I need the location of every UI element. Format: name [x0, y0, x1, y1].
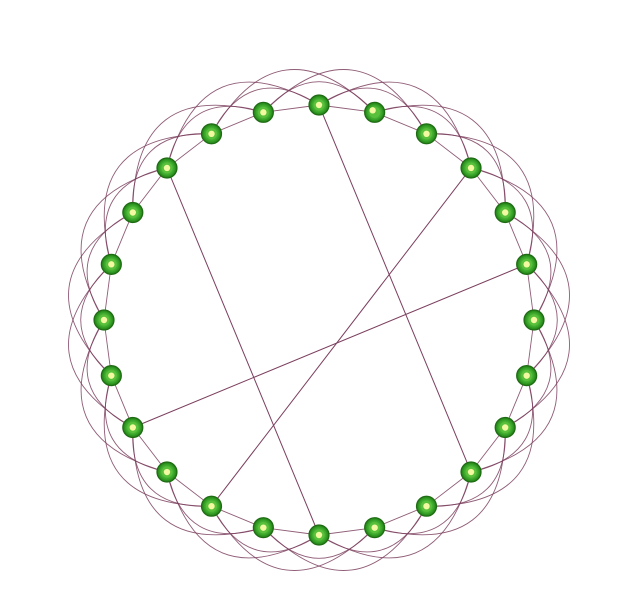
edge-arc	[211, 69, 375, 135]
edge-arc	[263, 505, 427, 571]
edge-arc	[504, 212, 570, 376]
edge-arc	[132, 427, 264, 536]
node-center	[423, 502, 430, 510]
node-center	[208, 502, 215, 510]
edge-arc	[374, 427, 506, 536]
edge-arc	[504, 264, 570, 428]
node-center	[423, 130, 430, 138]
chord-edge	[318, 104, 472, 473]
edges-layer	[68, 69, 570, 571]
graph-node	[415, 123, 438, 145]
chord-edge	[211, 167, 472, 507]
graph-node	[516, 253, 538, 275]
node-center	[523, 372, 530, 379]
edge-arc	[166, 81, 320, 169]
edge-arc	[103, 133, 212, 265]
graph-node	[100, 365, 122, 387]
node-center	[315, 101, 323, 109]
edge-arc	[103, 375, 212, 507]
node-center	[501, 209, 509, 216]
graph-node	[308, 94, 330, 116]
node-center	[467, 468, 475, 476]
edge-arc	[132, 104, 264, 213]
node-center	[129, 209, 137, 216]
chords-layer	[132, 104, 527, 536]
node-center	[129, 424, 137, 431]
graph-node	[494, 201, 516, 224]
graph-node	[523, 309, 545, 331]
graph-node	[415, 495, 438, 517]
graph-node	[156, 461, 178, 483]
node-center	[467, 164, 475, 172]
edge-arc	[263, 69, 427, 135]
graph-node	[494, 416, 516, 439]
edge-arc	[426, 375, 535, 507]
node-center	[208, 130, 215, 138]
edge-arc	[211, 505, 375, 571]
graph-node	[200, 123, 223, 145]
edge-arc	[470, 319, 558, 473]
graph-node	[460, 461, 482, 483]
graph-node	[156, 157, 178, 179]
node-center	[260, 524, 267, 531]
edge-arc	[470, 167, 558, 321]
node-center	[108, 372, 115, 379]
graph-node	[122, 416, 144, 439]
graph-node	[122, 201, 144, 224]
node-center	[260, 109, 267, 116]
node-center	[315, 531, 323, 539]
edge-arc	[318, 81, 472, 169]
node-center	[369, 107, 376, 114]
graph-node	[308, 524, 330, 546]
edge-arc	[318, 471, 472, 559]
graph-node	[200, 495, 223, 517]
graph-node	[93, 309, 115, 331]
node-center	[501, 424, 509, 431]
edge-arc	[68, 264, 134, 428]
graph-node	[364, 101, 386, 123]
graph-node	[364, 517, 386, 539]
graph-node	[252, 101, 274, 123]
edge-arc	[426, 133, 535, 265]
nodes-layer	[93, 94, 545, 546]
graph-node	[460, 157, 482, 179]
edge-arc	[80, 167, 168, 321]
graph-node	[252, 517, 274, 539]
node-center	[100, 316, 108, 324]
node-center	[108, 261, 115, 268]
node-center	[163, 468, 171, 476]
chord-edge	[166, 167, 320, 536]
graph-node	[100, 253, 122, 275]
node-center	[523, 261, 530, 268]
edge-arc	[374, 104, 506, 213]
node-center	[371, 524, 378, 531]
chord-edge	[132, 263, 527, 428]
edge-arc	[80, 319, 168, 473]
edge-arc	[68, 212, 134, 376]
graph-node	[516, 365, 538, 387]
node-center	[163, 164, 171, 172]
node-center	[530, 316, 538, 324]
edge-arc	[166, 471, 320, 559]
